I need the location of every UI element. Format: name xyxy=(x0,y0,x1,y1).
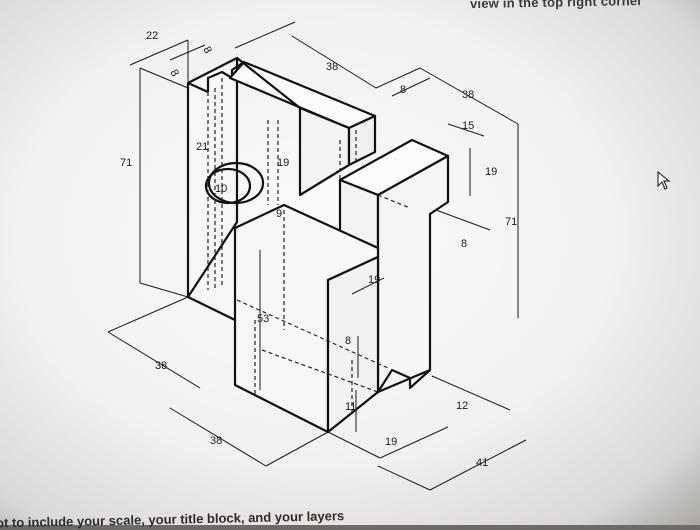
hole-inner xyxy=(204,167,252,205)
dim-22: 22 xyxy=(146,30,158,42)
dim-38-right: 38 xyxy=(462,89,474,101)
dim-12: 12 xyxy=(456,400,468,412)
left-block-front-face xyxy=(186,56,239,299)
dim-71-left: 71 xyxy=(120,157,132,169)
base-left-edge xyxy=(187,296,236,321)
dim-19-right: 19 xyxy=(485,166,497,178)
dim-10: 10 xyxy=(215,183,227,195)
dim-21: 21 xyxy=(196,141,208,153)
dimension-labels: 22 8 8 38 8 38 15 71 21 19 10 9 19 71 8 … xyxy=(120,30,517,469)
dim-9: 9 xyxy=(276,208,282,220)
left-block-top-edge xyxy=(187,81,209,94)
dim-19-bottom: 19 xyxy=(385,436,397,448)
dim-19-lower: 19 xyxy=(368,274,380,286)
dim-15: 15 xyxy=(462,120,474,132)
bottom-slot xyxy=(377,368,431,393)
dim-38-top: 38 xyxy=(326,61,338,73)
dim-8-left: 8 xyxy=(167,68,180,79)
dim-41: 41 xyxy=(476,457,488,469)
dim-19-mid: 19 xyxy=(277,157,289,169)
dim-53: 53 xyxy=(257,313,269,325)
dim-8-top: 8 xyxy=(200,45,213,56)
dimension-lines xyxy=(107,21,527,491)
dim-11: 11 xyxy=(345,401,356,413)
dim-71-right: 71 xyxy=(505,216,517,228)
dim-8-slot: 8 xyxy=(345,335,351,347)
dim-8-right: 8 xyxy=(461,238,467,250)
left-block-right-edge xyxy=(236,57,301,109)
arrow-cursor-icon xyxy=(657,170,673,196)
hidden-lines xyxy=(207,78,411,415)
object-outline xyxy=(186,56,450,434)
dim-38-left: 38 xyxy=(155,360,167,372)
dim-8-mid: 8 xyxy=(400,84,406,96)
left-block-slot-top xyxy=(206,61,245,92)
dim-38-bottom: 38 xyxy=(210,435,222,447)
right-tower-side xyxy=(376,154,450,394)
